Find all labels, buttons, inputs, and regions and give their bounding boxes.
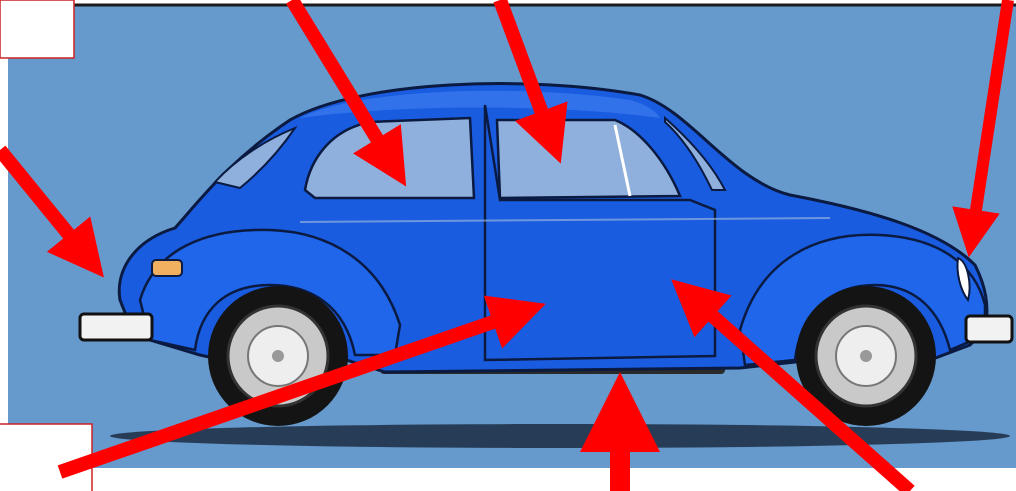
rear-wheel	[208, 286, 348, 426]
ground-shadow	[110, 424, 1010, 448]
rear-bumper	[80, 314, 152, 340]
front-bumper	[966, 316, 1012, 342]
label-box-top-left	[0, 0, 74, 58]
tail-light	[152, 260, 182, 276]
